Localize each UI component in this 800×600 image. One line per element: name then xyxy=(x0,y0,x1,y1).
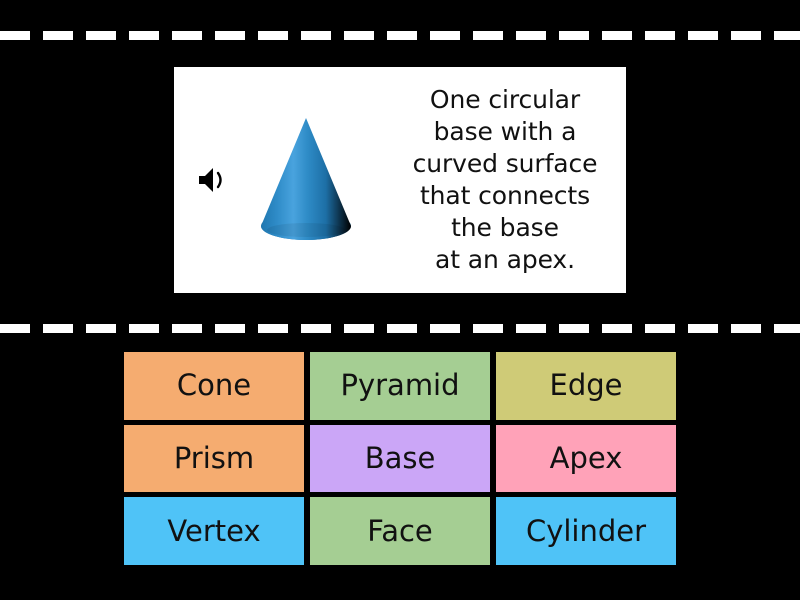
question-card: One circular base with a curved surface … xyxy=(174,67,626,293)
answer-tile-pyramid[interactable]: Pyramid xyxy=(310,352,490,420)
answer-tile-cylinder[interactable]: Cylinder xyxy=(496,497,676,565)
top-dashed-divider xyxy=(0,31,800,40)
answer-options-grid: Cone Pyramid Edge Prism Base Apex Vertex… xyxy=(124,352,676,565)
bottom-dashed-divider xyxy=(0,324,800,333)
answer-tile-face[interactable]: Face xyxy=(310,497,490,565)
answer-tile-vertex[interactable]: Vertex xyxy=(124,497,304,565)
cone-illustration xyxy=(236,105,376,255)
answer-tile-cone[interactable]: Cone xyxy=(124,352,304,420)
answer-tile-base[interactable]: Base xyxy=(310,424,490,493)
answer-tile-prism[interactable]: Prism xyxy=(124,424,304,493)
speaker-icon[interactable] xyxy=(190,158,234,202)
answer-tile-apex[interactable]: Apex xyxy=(496,424,676,493)
answer-tile-edge[interactable]: Edge xyxy=(496,352,676,420)
question-prompt: One circular base with a curved surface … xyxy=(412,85,598,274)
